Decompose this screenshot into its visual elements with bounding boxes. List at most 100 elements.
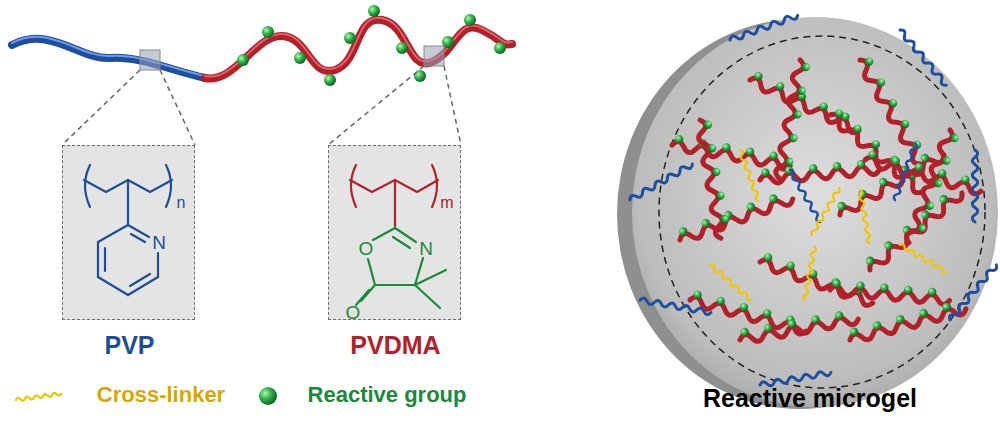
bond	[98, 277, 128, 295]
double-bond	[130, 274, 150, 286]
polymer-name: PVP	[43, 332, 216, 358]
bracket	[432, 165, 437, 207]
pvp-chain	[629, 162, 694, 203]
cross-linker	[803, 246, 816, 300]
reactive-group-ball	[262, 26, 274, 38]
bracket	[85, 165, 90, 207]
bond	[395, 228, 416, 242]
bond	[97, 242, 99, 277]
figure-label: Reactive microgel	[620, 385, 1000, 411]
pvdma-chain	[775, 59, 811, 180]
atom-label: O	[343, 300, 363, 326]
pvp-chain	[729, 13, 799, 43]
atom-label: N	[416, 236, 436, 262]
pvp-structure	[84, 165, 172, 295]
cross-linker	[899, 243, 948, 274]
pvdma-chain	[830, 279, 951, 305]
cross-linkers	[709, 149, 948, 301]
pvdma-chain	[689, 289, 809, 335]
microgel-boundary	[659, 36, 985, 388]
pvdma-chain	[856, 54, 930, 166]
subscript: n	[173, 190, 189, 216]
pvp-chain	[788, 169, 822, 223]
pvp-chain	[898, 28, 948, 87]
reactive-groups	[237, 5, 506, 86]
backbone	[350, 180, 438, 192]
pvdma-chain	[676, 188, 794, 244]
pvp-block-chain	[12, 39, 205, 78]
cross-linker	[858, 190, 871, 244]
leader-line	[328, 66, 424, 145]
oxazolone-ring	[356, 228, 446, 308]
bond	[361, 285, 375, 301]
pvdma-chain	[738, 308, 859, 344]
pvdma-chain	[864, 149, 984, 195]
bond	[368, 259, 375, 285]
bond	[128, 277, 158, 295]
pvdma-chain	[863, 184, 965, 273]
bond	[415, 258, 423, 285]
atom-label: N	[149, 230, 169, 256]
cross-linker	[709, 263, 753, 301]
legend-text: Reactive group	[287, 382, 487, 408]
backbone	[84, 180, 172, 192]
double-bond	[356, 290, 369, 305]
double-bond	[104, 248, 106, 271]
microgel-face	[632, 17, 998, 407]
methyl-bond	[415, 270, 446, 285]
reactive-group-ball	[344, 32, 356, 44]
subscript: m	[439, 190, 455, 216]
bond	[394, 180, 396, 226]
zoom-square	[140, 50, 160, 70]
pvp-chain	[948, 263, 998, 322]
bond	[157, 253, 159, 277]
zoom-box: nNPVP	[62, 145, 195, 320]
pvp-chains	[629, 13, 999, 388]
reactive-group-ball	[414, 70, 426, 82]
reactive-group-ball	[442, 36, 454, 48]
bond	[128, 225, 149, 237]
bracket	[166, 165, 171, 207]
pvdma-chain	[696, 118, 732, 239]
reactive-group-ball	[324, 74, 336, 86]
pvdma-chain	[847, 298, 967, 344]
reactive-group-ball	[494, 42, 506, 54]
bond	[127, 180, 129, 225]
microgel-rim	[617, 19, 983, 409]
bond	[98, 225, 128, 242]
methyl-bond	[415, 285, 440, 308]
zoom-square	[424, 46, 444, 66]
zoom-box: mONOPVDMA	[328, 145, 461, 320]
pvdma-chain	[759, 158, 880, 184]
bond	[375, 284, 415, 286]
cross-linker-sample	[16, 392, 62, 402]
polymer-name: PVDMA	[309, 332, 482, 358]
leader-line	[160, 70, 195, 145]
reactive-group-ball	[464, 14, 476, 26]
pvp-chain	[760, 370, 832, 388]
chain-highlight	[205, 18, 512, 77]
cross-linker	[810, 187, 841, 236]
pvdma-chain	[671, 134, 792, 170]
pvdma-chain	[834, 145, 946, 219]
pvdma-chain	[758, 251, 876, 307]
pvp-chain	[640, 297, 712, 315]
reactive-group-ball	[396, 42, 408, 54]
bond	[373, 228, 395, 240]
reactive-group-ball	[294, 52, 306, 64]
cross-linker	[738, 149, 760, 201]
bracket	[351, 165, 356, 207]
microgel-network	[671, 54, 984, 344]
legend-text: Cross-linker	[66, 382, 256, 408]
chain-highlight	[12, 37, 205, 76]
pvdma-chain	[905, 128, 961, 246]
reactive-group-sample	[259, 387, 277, 405]
double-bond	[131, 234, 145, 242]
pvdma-chain	[827, 106, 929, 195]
leader-line	[444, 66, 461, 145]
leader-line	[62, 70, 140, 145]
double-bond	[393, 237, 410, 248]
pvdma-block-chain	[205, 20, 512, 79]
reactive-group-ball	[368, 5, 380, 17]
